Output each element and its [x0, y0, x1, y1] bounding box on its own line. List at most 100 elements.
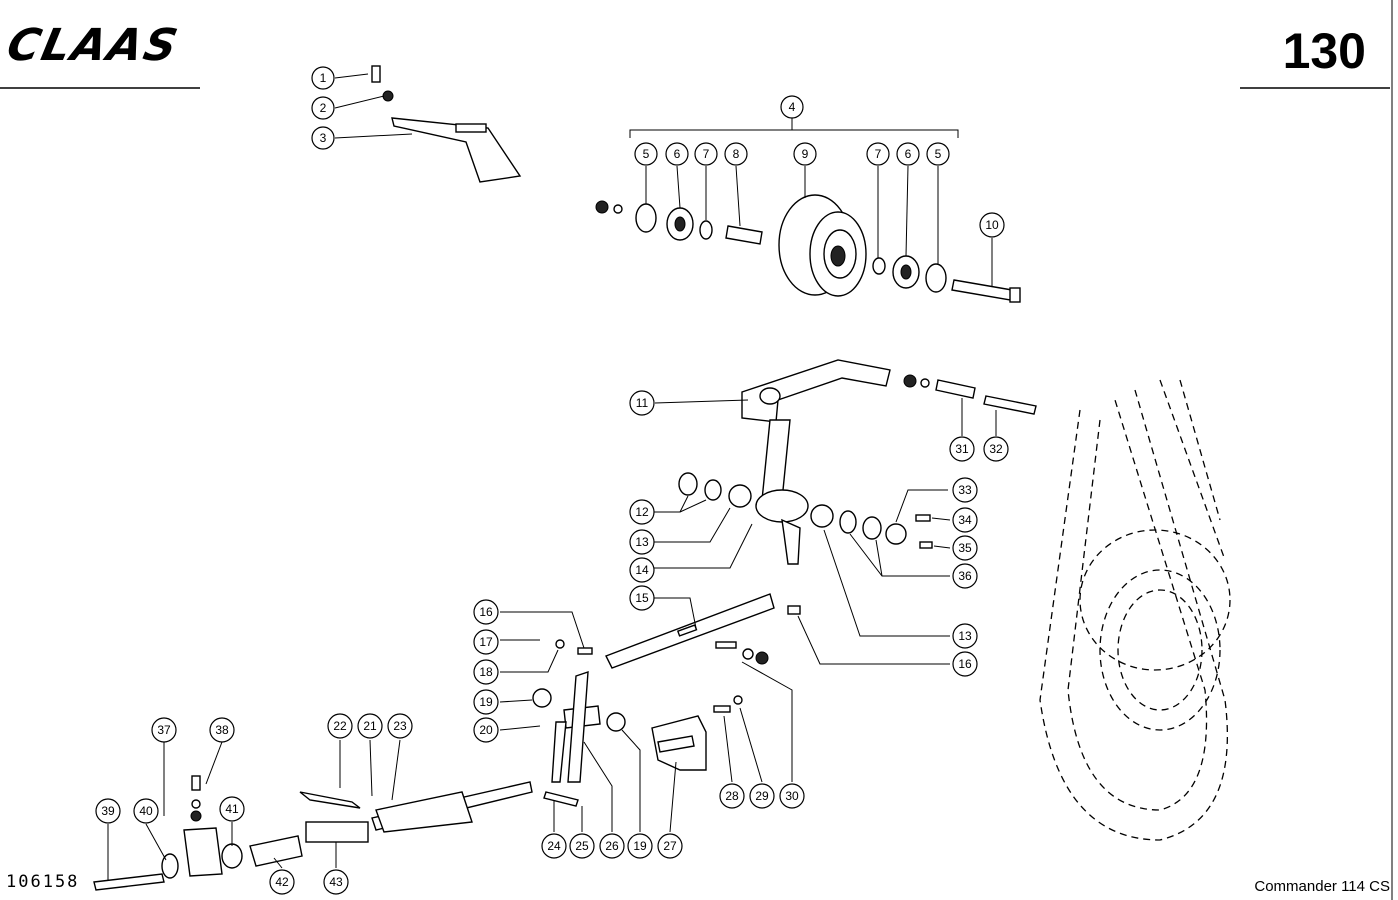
svg-text:6: 6 [905, 147, 912, 161]
callout-35: 35 [952, 535, 978, 561]
callout-8: 8 [724, 142, 748, 166]
svg-text:5: 5 [643, 147, 650, 161]
tensioner-arm [555, 359, 1037, 669]
callout-42: 42 [269, 869, 295, 895]
svg-text:9: 9 [802, 147, 809, 161]
callout-13b: 13 [952, 623, 978, 649]
callout-16: 16 [473, 599, 499, 625]
leader-lines [107, 73, 997, 880]
svg-text:13: 13 [635, 535, 649, 549]
callout-34: 34 [952, 507, 978, 533]
callout-22: 22 [327, 713, 353, 739]
drawing-number: 106158 [6, 872, 80, 892]
svg-text:20: 20 [479, 723, 493, 737]
svg-text:19: 19 [633, 839, 647, 853]
svg-text:6: 6 [674, 147, 681, 161]
svg-text:3: 3 [320, 131, 327, 145]
callout-24: 24 [541, 833, 567, 859]
svg-text:14: 14 [635, 563, 649, 577]
svg-text:16: 16 [479, 605, 493, 619]
svg-text:2: 2 [320, 101, 327, 115]
svg-text:43: 43 [329, 875, 343, 889]
callout-33: 33 [952, 477, 978, 503]
svg-text:38: 38 [215, 723, 229, 737]
callout-28: 28 [719, 783, 745, 809]
svg-text:16: 16 [958, 657, 972, 671]
svg-text:28: 28 [725, 789, 739, 803]
svg-text:7: 7 [875, 147, 882, 161]
svg-text:26: 26 [605, 839, 619, 853]
svg-text:22: 22 [333, 719, 347, 733]
svg-text:13: 13 [958, 629, 972, 643]
callout-12: 12 [629, 499, 655, 525]
svg-text:5: 5 [935, 147, 942, 161]
svg-text:10: 10 [985, 218, 999, 232]
svg-text:24: 24 [547, 839, 561, 853]
callout-29: 29 [749, 783, 775, 809]
callout-6b: 6 [896, 142, 920, 166]
model-name: Commander 114 CS [1254, 878, 1390, 895]
svg-text:29: 29 [755, 789, 769, 803]
svg-text:41: 41 [225, 802, 239, 816]
callout-30: 30 [779, 783, 805, 809]
callout-39: 39 [95, 798, 121, 824]
callout-19b: 19 [627, 833, 653, 859]
callout-21: 21 [357, 713, 383, 739]
svg-text:15: 15 [635, 591, 649, 605]
callout-9: 9 [793, 142, 817, 166]
callout-10: 10 [979, 212, 1005, 238]
callout-25: 25 [569, 833, 595, 859]
callout-31: 31 [949, 436, 975, 462]
callout-27: 27 [657, 833, 683, 859]
callout-4: 4 [780, 95, 804, 119]
callout-3: 3 [311, 126, 335, 150]
callout-17: 17 [473, 629, 499, 655]
callout-20: 20 [473, 717, 499, 743]
callout-13: 13 [629, 529, 655, 555]
callout-19: 19 [473, 689, 499, 715]
callout-36: 36 [952, 563, 978, 589]
svg-text:40: 40 [139, 804, 153, 818]
svg-text:1: 1 [320, 71, 327, 85]
svg-text:32: 32 [989, 442, 1003, 456]
svg-text:39: 39 [101, 804, 115, 818]
svg-text:4: 4 [789, 100, 796, 114]
svg-text:11: 11 [636, 396, 649, 410]
svg-text:35: 35 [958, 541, 972, 555]
callout-32: 32 [983, 436, 1009, 462]
svg-text:8: 8 [733, 147, 740, 161]
svg-text:18: 18 [479, 665, 493, 679]
callout-18: 18 [473, 659, 499, 685]
callout-7: 7 [694, 142, 718, 166]
svg-text:33: 33 [958, 483, 972, 497]
callout-16b: 16 [952, 651, 978, 677]
callout-14: 14 [629, 557, 655, 583]
callout-7b: 7 [866, 142, 890, 166]
callout-23: 23 [387, 713, 413, 739]
svg-text:27: 27 [663, 839, 677, 853]
lever-assembly [371, 65, 522, 183]
svg-text:21: 21 [363, 719, 377, 733]
pulley-assembly [595, 118, 1021, 303]
callout-1: 1 [311, 66, 335, 90]
svg-text:42: 42 [275, 875, 289, 889]
callout-26: 26 [599, 833, 625, 859]
svg-text:7: 7 [703, 147, 710, 161]
svg-text:19: 19 [479, 695, 493, 709]
callout-5b: 5 [926, 142, 950, 166]
svg-text:30: 30 [785, 789, 799, 803]
callout-37: 37 [151, 717, 177, 743]
svg-text:37: 37 [157, 723, 171, 737]
callout-2: 2 [311, 96, 335, 120]
callout-5: 5 [634, 142, 658, 166]
svg-text:36: 36 [958, 569, 972, 583]
svg-text:31: 31 [955, 442, 969, 456]
svg-text:12: 12 [635, 505, 649, 519]
callout-40: 40 [133, 798, 159, 824]
callout-41: 41 [219, 796, 245, 822]
svg-text:23: 23 [393, 719, 407, 733]
callout-6: 6 [665, 142, 689, 166]
svg-text:34: 34 [958, 513, 972, 527]
